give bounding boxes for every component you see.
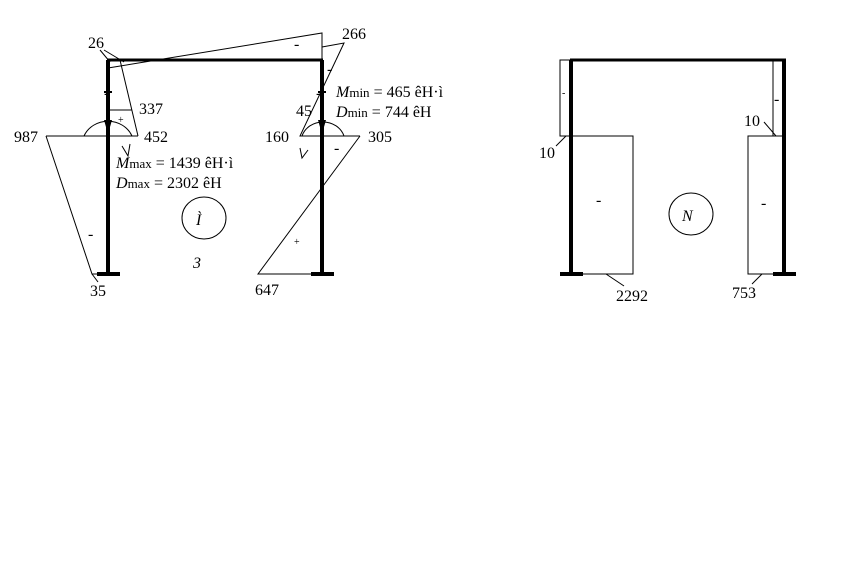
leader-35 — [91, 273, 99, 283]
mmin-line: Mmin = 465 êH·ì — [335, 84, 444, 101]
support-right — [311, 272, 334, 276]
label-452: 452 — [144, 129, 168, 146]
moment-diagram — [45, 32, 361, 283]
symbol-m: Ì — [195, 210, 202, 229]
symbol-circle-n — [668, 192, 714, 236]
moment-labels: 26 266 337 987 452 45 160 305 35 647 Mma… — [14, 26, 444, 300]
normal-force-diagram — [555, 58, 796, 287]
label-987: 987 — [14, 129, 38, 146]
n-leader-753 — [751, 273, 763, 285]
label-35: 35 — [90, 283, 106, 300]
label-26: 26 — [88, 35, 104, 52]
left-lower-edge — [45, 135, 108, 275]
label-2292: 2292 — [616, 288, 648, 305]
symbol-circle-m — [181, 196, 227, 240]
n-left-lower-block — [570, 135, 634, 275]
n-sign-right-lower: - — [761, 195, 766, 212]
right-upper-moment — [299, 59, 360, 137]
n-sign-right-upper: - — [774, 91, 779, 108]
mmax-line: Mmax = 1439 êH·ì — [115, 155, 234, 172]
leader-26-a — [99, 49, 111, 63]
beam-moment-corner — [321, 42, 345, 61]
sign-left-top-plus: + — [118, 115, 124, 126]
label-10-right: 10 — [744, 113, 760, 130]
arrow-left-arc-head — [121, 143, 131, 158]
leader-26-b — [103, 49, 125, 63]
n-leader-10-left — [555, 135, 567, 147]
label-160: 160 — [265, 129, 289, 146]
symbol-n: N — [681, 208, 694, 225]
sign-right-lower-plus: + — [294, 237, 300, 248]
dmin-line: Dmin = 744 êH — [335, 104, 432, 121]
right-lower-moment — [257, 135, 361, 275]
n-right-lower-block — [747, 135, 785, 275]
arrow-left-down — [104, 120, 112, 134]
arrow-right-arc-head — [299, 147, 309, 160]
sign-left-lower-minus: - — [88, 226, 93, 243]
sign-beam-minus: - — [294, 36, 299, 53]
n-sign-left-lower: - — [596, 192, 601, 209]
normal-force-labels: 10 10 2292 753 N - - - - — [539, 88, 779, 305]
dmax-line: Dmax = 2302 êH — [115, 175, 222, 192]
label-753: 753 — [732, 285, 756, 302]
label-647: 647 — [255, 282, 279, 299]
label-266: 266 — [342, 26, 366, 43]
label-337: 337 — [139, 101, 163, 118]
n-leader-10-right — [763, 121, 777, 137]
beam-moment-outline — [107, 32, 323, 69]
sign-left-top-minus: - — [104, 85, 109, 102]
support-left — [97, 272, 120, 276]
arrow-right-down — [318, 120, 326, 134]
label-10-left: 10 — [539, 145, 555, 162]
sign-right-node-minus-2: - — [334, 140, 339, 157]
n-leader-2292 — [605, 273, 625, 287]
n-sign-left-upper: - — [562, 88, 565, 99]
sign-right-node-minus: - — [316, 85, 321, 102]
label-305: 305 — [368, 129, 392, 146]
diagram-index: 3 — [192, 255, 201, 272]
sign-right-top-minus: - — [327, 61, 332, 78]
label-45: 45 — [296, 103, 312, 120]
